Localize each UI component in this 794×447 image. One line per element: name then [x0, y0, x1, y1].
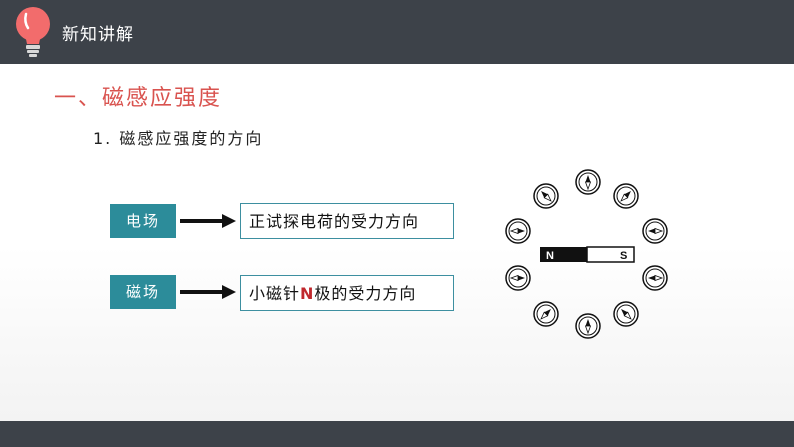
compass-icon: [533, 183, 559, 209]
electric-field-label: 电场: [110, 204, 176, 238]
compass-ring: [505, 169, 668, 339]
magnetic-field-label: 磁场: [110, 275, 176, 309]
compass-icon: [642, 218, 668, 244]
section-heading: 一、磁感应强度: [54, 86, 223, 111]
compass-icon: [613, 183, 639, 209]
arrow-right-icon: [180, 214, 236, 228]
bar-magnet-compass-figure: N S: [505, 169, 668, 339]
magnetic-field-description: 小磁针N极的受力方向: [240, 275, 454, 311]
header-bar: 新知讲解: [0, 0, 794, 64]
arrow-right-icon: [180, 285, 236, 299]
description-text-before: 小磁针: [249, 284, 301, 303]
compass-icon: [505, 265, 531, 291]
description-text-after: 极的受力方向: [314, 284, 417, 303]
compass-icon: [533, 301, 559, 327]
compass-icon: [505, 218, 531, 244]
compass-icon: [575, 169, 601, 195]
header-title: 新知讲解: [62, 25, 134, 45]
magnet-n-label: N: [546, 250, 554, 262]
lightbulb-icon: [16, 7, 50, 57]
compass-icon: [613, 301, 639, 327]
bar-magnet: N S: [540, 246, 635, 263]
compass-icon: [642, 265, 668, 291]
magnet-s-label: S: [620, 250, 627, 262]
footer-bar: [0, 421, 794, 447]
sub-heading: 1. 磁感应强度的方向: [93, 129, 264, 148]
electric-field-description: 正试探电荷的受力方向: [240, 203, 454, 239]
north-pole-letter: N: [300, 284, 315, 303]
compass-icon: [575, 313, 601, 339]
